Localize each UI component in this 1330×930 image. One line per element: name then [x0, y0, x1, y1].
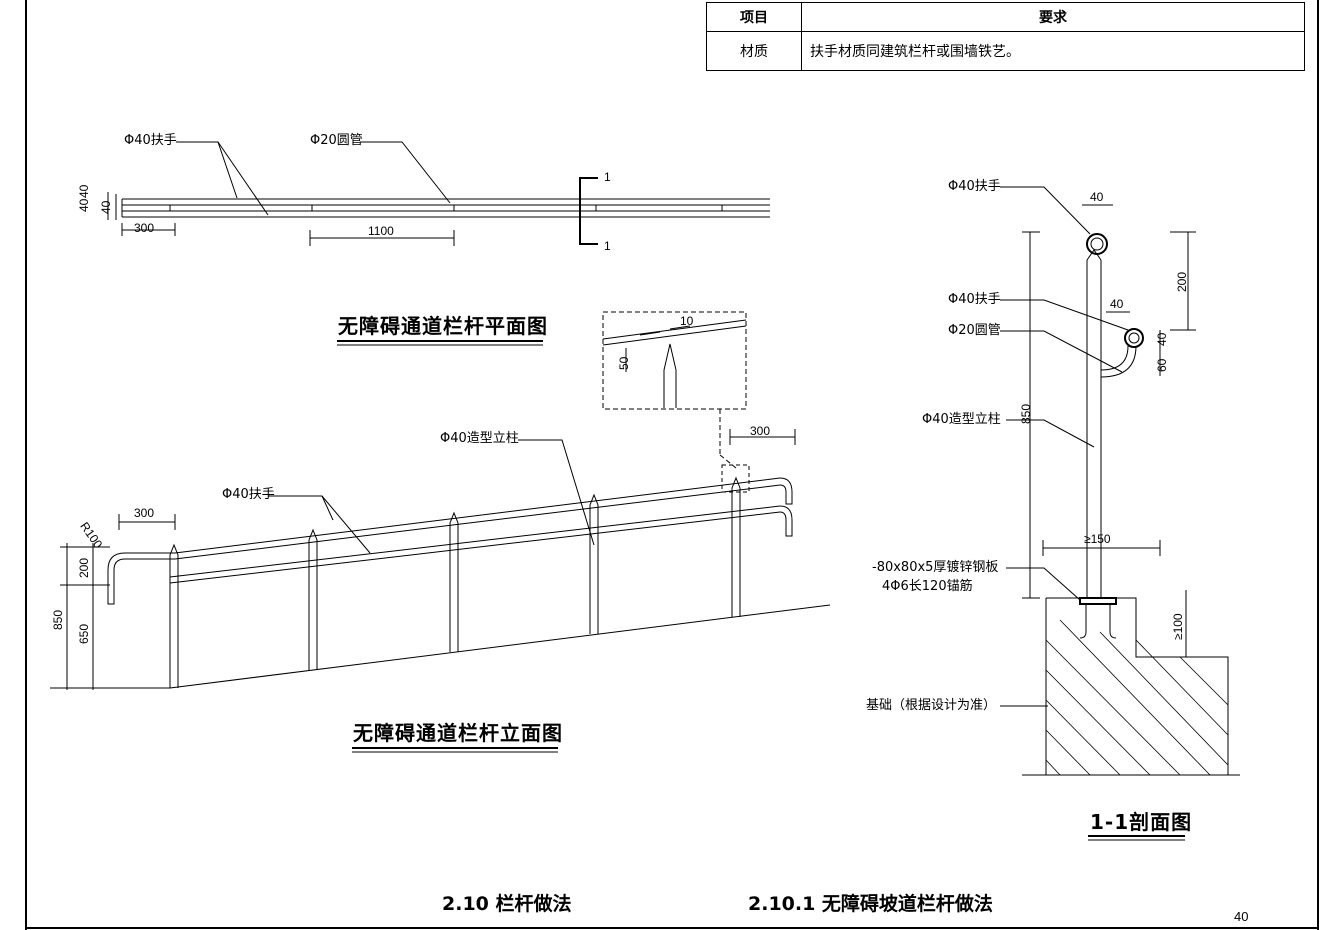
elevation-dim-850: 850 — [51, 609, 65, 630]
plan-section-mark-top: 1 — [604, 170, 611, 184]
elevation-view — [50, 429, 831, 690]
plan-dim-left-a: 40 — [77, 198, 91, 212]
elevation-dim-top-right: 300 — [750, 424, 771, 438]
section-handrail-low-label: Φ40扶手 — [948, 292, 1001, 307]
section-dim-40-side: 40 — [1155, 332, 1169, 346]
section-post-label: Φ40造型立柱 — [922, 412, 1001, 427]
section-plate-label: -80x80x5厚镀锌钢板 — [872, 560, 999, 575]
footer-subchapter: 2.10.1 无障碍坡道栏杆做法 — [748, 893, 993, 915]
section-foundation-label: 基础（根据设计为准） — [866, 698, 997, 713]
table-header-item: 项目 — [706, 2, 802, 32]
detail-height-dim: 50 — [617, 356, 631, 370]
footer-chapter: 2.10 栏杆做法 — [442, 893, 572, 915]
plan-dim-spacing: 1100 — [368, 224, 394, 238]
title-underlines — [337, 340, 1185, 841]
section-anchor-label: 4Φ6长120锚筋 — [882, 579, 973, 594]
elevation-title: 无障碍通道栏杆立面图 — [353, 721, 563, 745]
plan-title: 无障碍通道栏杆平面图 — [338, 314, 548, 338]
elevation-dim-200: 200 — [77, 557, 91, 578]
elevation-dim-650: 650 — [77, 623, 91, 644]
section-title: 1-1剖面图 — [1090, 810, 1193, 834]
requirements-table: 项目 要求 材质 扶手材质同建筑栏杆或围墙铁艺。 — [706, 2, 1305, 71]
section-dim-100: ≥100 — [1171, 613, 1185, 640]
table-cell-material-requirement: 扶手材质同建筑栏杆或围墙铁艺。 — [801, 31, 1305, 71]
elevation-dim-left-overhang: 300 — [134, 506, 155, 520]
section-tube-label: Φ20圆管 — [948, 323, 1001, 338]
detail-box — [602, 311, 747, 469]
plan-tube-label: Φ20圆管 — [310, 133, 363, 148]
section-dim-40-top: 40 — [1090, 190, 1104, 204]
page-number: 40 — [1234, 909, 1249, 924]
section-handrail-top-label: Φ40扶手 — [948, 179, 1001, 194]
plan-section-mark-bottom: 1 — [604, 239, 611, 253]
plan-handrail-label: Φ40扶手 — [124, 133, 177, 148]
sheet-border — [25, 0, 1319, 930]
section-dim-850: 850 — [1019, 403, 1033, 424]
table-header-requirement: 要求 — [801, 2, 1305, 32]
plan-dim-left-c: 40 — [99, 200, 113, 214]
section-view — [1000, 186, 1240, 776]
section-dim-60: 60 — [1155, 358, 1169, 372]
detail-gap-dim: 10 — [680, 314, 694, 328]
section-dim-200: 200 — [1175, 271, 1189, 292]
elevation-handrail-label: Φ40扶手 — [222, 487, 275, 502]
elevation-post-label: Φ40造型立柱 — [440, 431, 519, 446]
section-dim-150: ≥150 — [1084, 532, 1111, 546]
plan-dim-overhang: 300 — [134, 221, 155, 235]
section-dim-40-low: 40 — [1110, 297, 1124, 311]
plan-dim-left-b: 40 — [77, 184, 91, 198]
plan-view — [107, 141, 770, 246]
